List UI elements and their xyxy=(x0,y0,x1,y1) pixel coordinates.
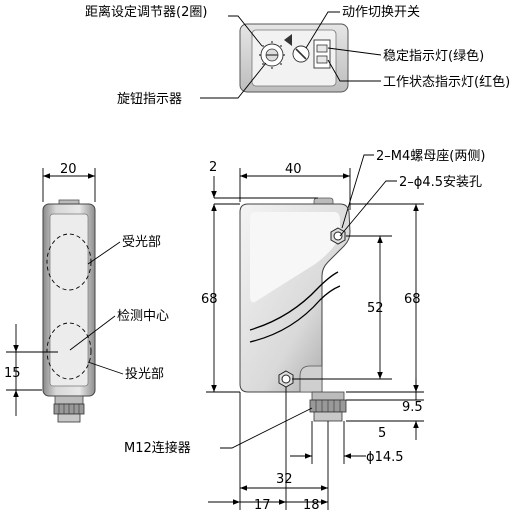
label-work-indicator: 工作状态指示灯(红色) xyxy=(383,74,510,90)
dim-side-width-value: 20 xyxy=(60,162,77,177)
leader-mode-switch xyxy=(305,11,340,49)
dim-center-offset-value: 15 xyxy=(4,366,21,381)
leader-work-indicator xyxy=(327,59,381,82)
label-emitter: 投光部 xyxy=(125,366,164,382)
side-view-lens-panel xyxy=(49,213,89,387)
adjuster-arrow-mark xyxy=(284,34,292,46)
dim-left-to-center-value: 17 xyxy=(254,498,271,513)
label-detection-center: 检测中心 xyxy=(117,309,169,324)
dim-connector-dia-value: ϕ14.5 xyxy=(366,450,404,465)
label-stable-indicator: 稳定指示灯(绿色) xyxy=(383,48,484,64)
label-receiver: 受光部 xyxy=(122,235,161,250)
work-indicator-lamp xyxy=(316,55,328,64)
dim-front-height-left-value: 68 xyxy=(201,292,218,307)
side-view-connector xyxy=(53,395,85,423)
dim-bottom-offset-value: 9.5 xyxy=(402,400,423,415)
label-nut-seat: 2–M4螺母座(两侧) xyxy=(376,149,485,164)
mode-switch-knob xyxy=(292,45,310,63)
label-mode-switch: 动作切换开关 xyxy=(342,5,420,20)
dim-top-offset-value: 2 xyxy=(209,160,217,175)
top-view: 距离设定调节器(2圈) 动作切换开关 稳定指示灯(绿色) 工作状态指示灯(红色)… xyxy=(85,4,510,107)
dim-hole-pitch-value: 52 xyxy=(367,301,384,316)
label-connector: M12连接器 xyxy=(124,440,191,456)
emitter-lens-outline xyxy=(46,322,92,380)
indicator-window xyxy=(313,39,331,69)
leader-distance-adjuster xyxy=(228,15,263,47)
front-curve-1 xyxy=(249,271,339,331)
front-view-connector xyxy=(309,391,347,422)
distance-adjuster-dial xyxy=(259,41,285,69)
front-view: 2 40 68 52 68 9.5 5 ϕ14.5 xyxy=(124,149,485,513)
leader-stable-indicator xyxy=(327,47,382,56)
leader-knob-indicator xyxy=(200,62,267,99)
dim-center-to-right-value: 18 xyxy=(303,498,320,513)
dim-connector-offset-value: 5 xyxy=(378,426,386,441)
leader-emitter xyxy=(87,361,124,375)
lower-mount-hole xyxy=(278,370,294,388)
dim-front-height-right-value: 68 xyxy=(404,292,421,307)
leader-nut-seat xyxy=(341,154,374,229)
leader-receiver xyxy=(87,241,121,265)
side-view: 20 受光部 检测中心 投光部 15 xyxy=(4,162,169,423)
leader-connector xyxy=(220,407,313,449)
front-view-face xyxy=(250,212,340,303)
dim-connector-x-value: 32 xyxy=(276,472,293,487)
dim-front-width-value: 40 xyxy=(285,162,302,177)
stable-indicator-lamp xyxy=(316,44,328,53)
label-distance-adjuster: 距离设定调节器(2圈) xyxy=(85,4,207,20)
leader-mount-hole xyxy=(339,180,397,237)
label-knob-indicator: 旋钮指示器 xyxy=(117,92,182,107)
leader-detection-center xyxy=(69,315,116,351)
upper-mount-hole xyxy=(330,227,346,245)
front-curve-2 xyxy=(249,285,341,343)
label-mount-hole: 2–ϕ4.5安装孔 xyxy=(399,175,482,190)
